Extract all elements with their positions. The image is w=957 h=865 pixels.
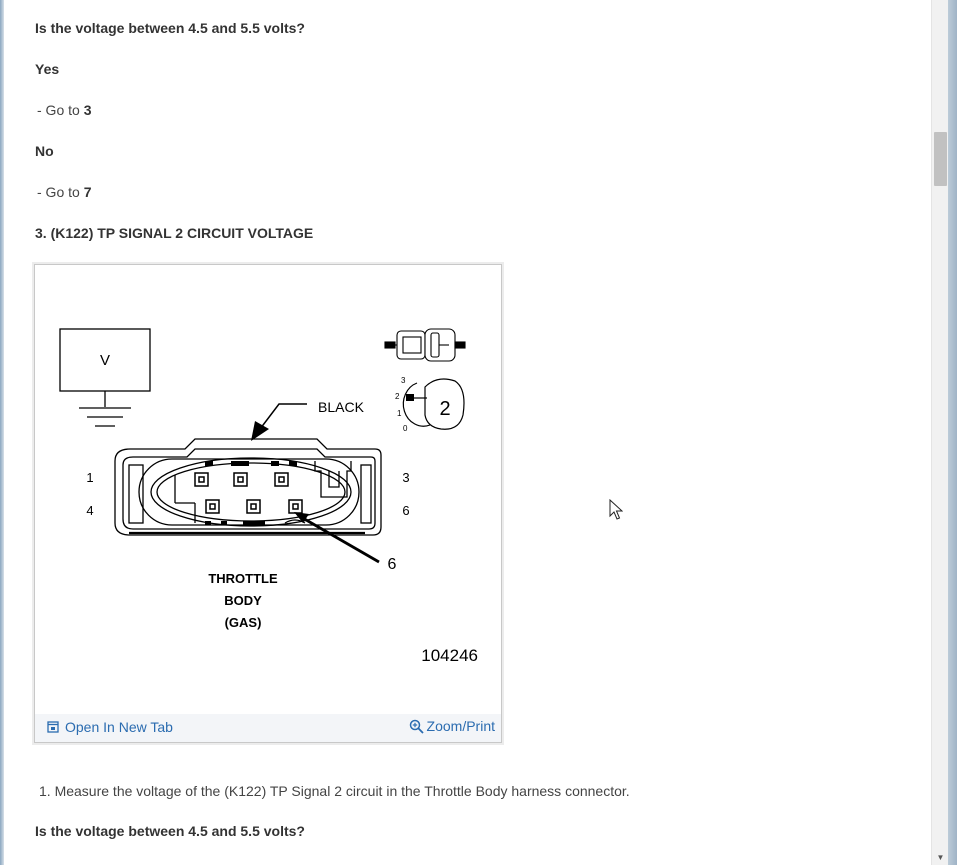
pointer-pin-label: 6 (388, 556, 397, 573)
pin-label: 4 (86, 503, 93, 518)
scroll-down-arrow-icon[interactable]: ▼ (936, 853, 945, 862)
component-label: (GAS) (225, 615, 262, 630)
scale-label: 1 (397, 409, 402, 418)
harness-connector (114, 438, 382, 536)
open-new-tab-icon (47, 721, 59, 733)
pin-pointer-arrowhead (294, 512, 309, 523)
pin-label: 1 (86, 470, 93, 485)
open-in-new-tab-link[interactable]: Open In New Tab (47, 719, 173, 735)
no-goto: - Go to 7 (37, 184, 91, 200)
goto-prefix: - Go to (37, 184, 80, 200)
wire-color-leader (256, 403, 307, 434)
voltmeter-box (59, 328, 151, 392)
component-label: THROTTLE (208, 571, 278, 586)
procedure-content: Is the voltage between 4.5 and 5.5 volts… (35, 0, 915, 865)
zoom-print-label: Zoom/Print (426, 718, 495, 734)
section-heading: 3. (K122) TP SIGNAL 2 CIRCUIT VOLTAGE (35, 225, 314, 241)
selector-value: 2 (439, 398, 450, 420)
vertical-scrollbar[interactable]: ▼ (931, 0, 948, 865)
mouse-cursor-icon (609, 499, 623, 520)
component-label: BODY (224, 593, 262, 608)
figure-number: 104246 (421, 646, 478, 665)
window-edge-right (948, 0, 957, 865)
goto-step-link[interactable]: 3 (83, 102, 92, 118)
yes-label: Yes (35, 61, 60, 77)
wire-color-label: BLACK (318, 399, 365, 415)
yes-goto: - Go to 3 (37, 102, 91, 118)
scale-label: 3 (401, 376, 406, 385)
step-instruction: 1. Measure the voltage of the (K122) TP … (39, 783, 630, 799)
no-label: No (35, 143, 54, 159)
pin-pointer-leader (300, 515, 380, 564)
question-text: Is the voltage between 4.5 and 5.5 volts… (35, 823, 305, 839)
voltmeter-label: V (100, 352, 110, 369)
probe-icon (384, 328, 466, 362)
wire-color-arrowhead (251, 421, 269, 441)
zoom-print-link[interactable]: Zoom/Print (409, 718, 495, 734)
selector-knob-icon: 3 2 1 0 2 (395, 376, 465, 433)
scrollbar-thumb[interactable] (934, 132, 947, 186)
zoom-in-icon (409, 719, 424, 734)
goto-prefix: - Go to (37, 102, 80, 118)
connector-diagram: V 3 2 1 0 (59, 328, 478, 665)
figure-toolbar: Open In New Tab Zoom/Print (35, 714, 501, 742)
question-text: Is the voltage between 4.5 and 5.5 volts… (35, 20, 305, 36)
goto-step-link[interactable]: 7 (83, 184, 92, 200)
scale-label: 0 (403, 424, 408, 433)
scale-label: 2 (395, 392, 400, 401)
window-edge-left (0, 0, 4, 865)
pin-label: 6 (402, 503, 409, 518)
pin-label: 3 (402, 470, 409, 485)
terminal-cavities (194, 472, 303, 514)
connector-diagram-figure: V 3 2 1 0 (34, 264, 502, 743)
open-in-new-tab-label: Open In New Tab (65, 719, 173, 735)
